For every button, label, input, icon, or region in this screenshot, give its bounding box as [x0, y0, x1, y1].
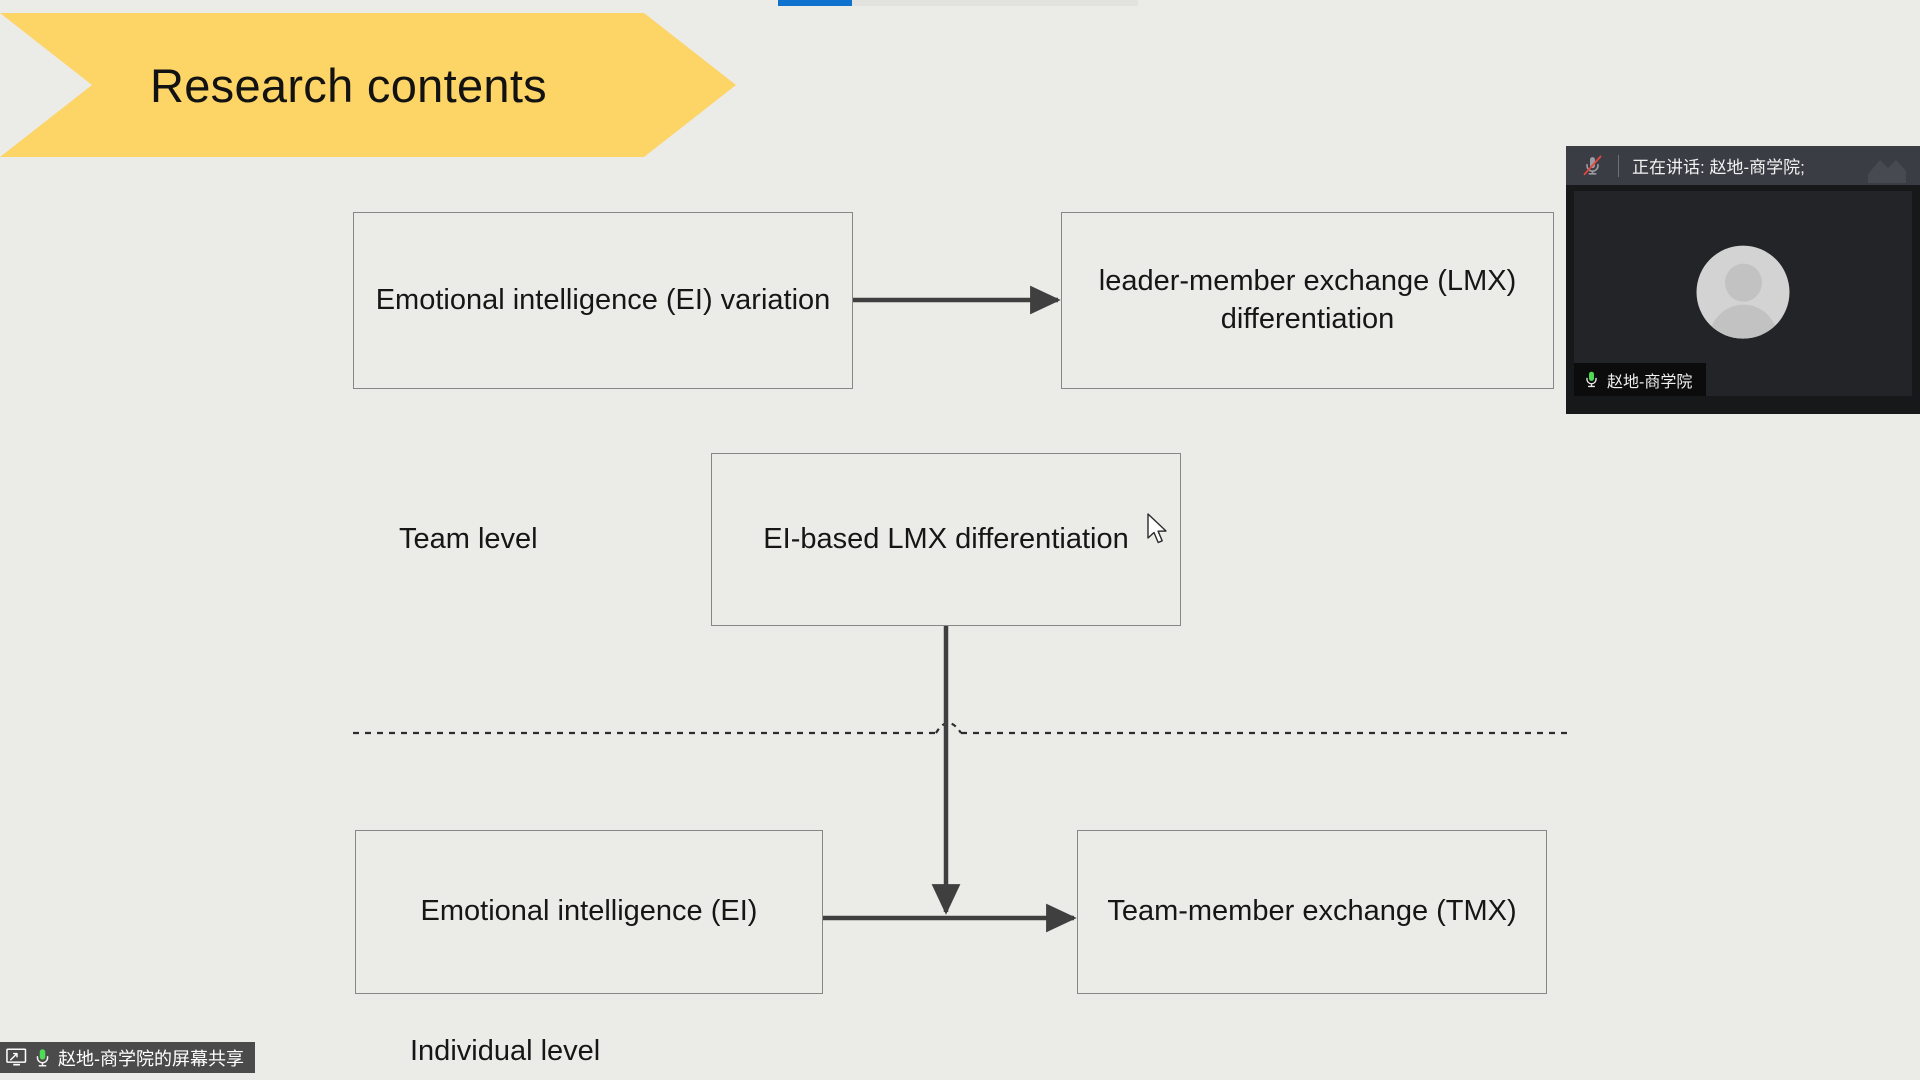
mic-muted-icon[interactable]: [1566, 146, 1618, 185]
screen-share-icon: [6, 1048, 27, 1066]
avatar: [1696, 245, 1790, 339]
progress-track: [778, 0, 1138, 6]
banner-chevron-shape: [0, 13, 736, 157]
avatar-head: [1724, 263, 1762, 302]
level-label-team: Team level: [399, 523, 538, 555]
slide-title-banner: Research contents: [0, 13, 736, 157]
diagram-node-lmx-differentiation: leader-member exchange (LMX) differentia…: [1061, 212, 1554, 389]
level-label-individual: Individual level: [410, 1035, 601, 1067]
diagram-node-ei-based-lmx-differentiation: EI-based LMX differentiation: [711, 453, 1181, 626]
diagram-node-team-member-exchange: Team-member exchange (TMX): [1077, 830, 1547, 994]
active-speaker-label: 正在讲话: 赵地-商学院;: [1632, 158, 1805, 177]
page-title: Research contents: [150, 58, 547, 112]
chevron-up-icon[interactable]: [1854, 146, 1914, 185]
zoom-panel-header[interactable]: 正在讲话: 赵地-商学院;: [1566, 146, 1920, 185]
zoom-participant-panel[interactable]: 正在讲话: 赵地-商学院; 赵地-商学院: [1566, 146, 1920, 414]
mic-active-icon: [1586, 371, 1597, 388]
mouse-cursor: [1147, 513, 1167, 544]
divider-crossing-arc: [935, 721, 962, 734]
screen-share-label: 赵地-商学院的屏幕共享: [58, 1048, 244, 1069]
participant-name-tag: 赵地-商学院: [1574, 363, 1707, 396]
header-divider: [1618, 154, 1619, 177]
browser-loading-strip: [0, 0, 1920, 7]
screen-share-indicator[interactable]: 赵地-商学院的屏幕共享: [0, 1042, 255, 1073]
mic-active-icon: [36, 1048, 49, 1067]
diagram-node-emotional-intelligence: Emotional intelligence (EI): [355, 830, 823, 994]
participant-video-tile[interactable]: 赵地-商学院: [1574, 191, 1912, 396]
avatar-body: [1709, 304, 1777, 339]
progress-fill: [778, 0, 852, 6]
diagram-node-ei-variation: Emotional intelligence (EI) variation: [353, 212, 853, 389]
participant-name: 赵地-商学院: [1607, 373, 1693, 391]
